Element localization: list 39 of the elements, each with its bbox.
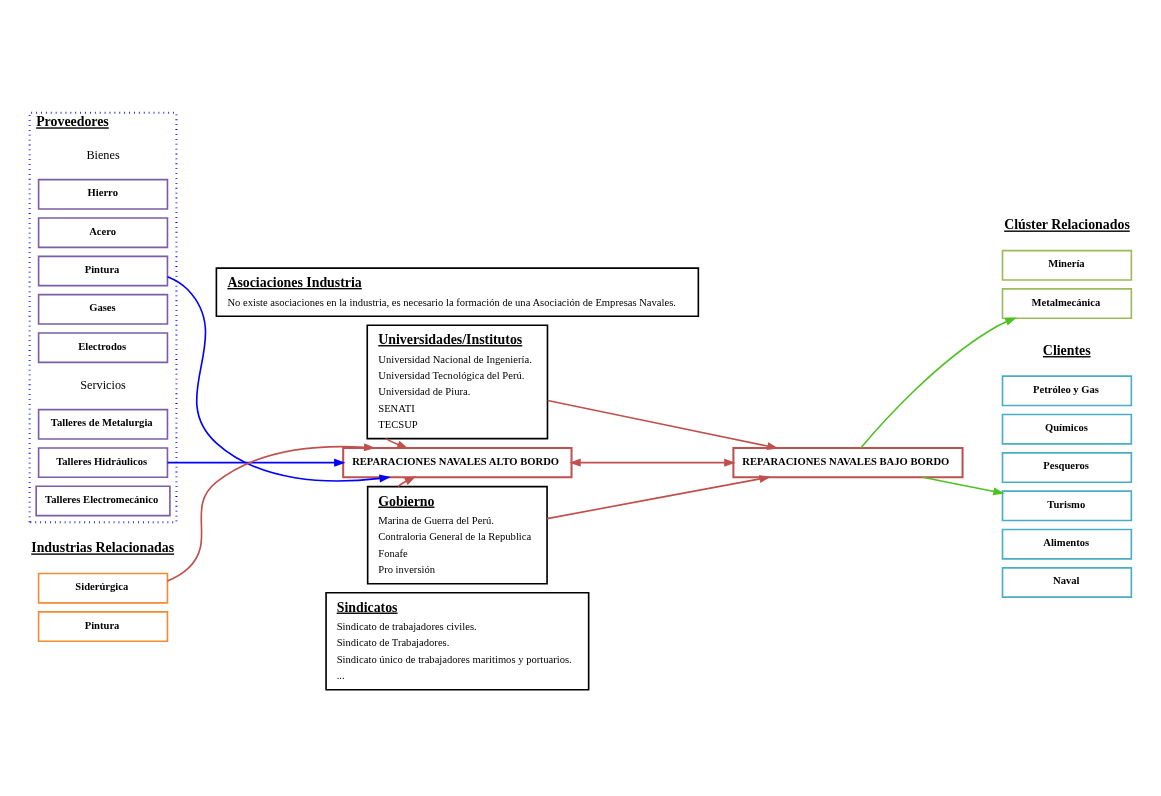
arrow: [166, 275, 391, 483]
arrow: [166, 458, 346, 467]
arrow: [546, 399, 779, 450]
node-box: Pesqueros: [1001, 452, 1133, 483]
label: Bienes: [86, 147, 120, 162]
label: Clúster Relacionados: [1004, 217, 1130, 233]
node-box: Hierro: [37, 178, 169, 210]
label: Industrias Relacionadas: [31, 540, 175, 556]
node-box: Alimentos: [1001, 528, 1133, 560]
label: Servicios: [80, 377, 126, 392]
node-box: Turismo: [1001, 490, 1133, 522]
node-box: Naval: [1001, 567, 1133, 598]
node-box: Metalmecánica: [1001, 288, 1133, 320]
node-box: Talleres Electromecánico: [35, 485, 171, 517]
node-box: Electrodos: [37, 332, 169, 364]
node-box: Gobierno Marina de Guerra del Perú. Contraloria General de la Republica Fonafe Pro inversión: [366, 485, 548, 585]
node-box: Asociaciones Industria No existe asociaciones en la industria, es necesario la formación de una Asociación de Empresas Navales.: [215, 267, 700, 318]
node-box: Acero: [37, 217, 169, 249]
label: Clientes: [1042, 343, 1091, 359]
node-box: Sindicatos Sindicato de trabajadores civiles. Sindicato de Trabajadores. Sindicato único de trabajadores maritimos y portuarios. ...: [325, 591, 590, 691]
node-box: Siderúrgica: [37, 572, 169, 604]
node-box: Petróleo y Gas: [1001, 375, 1133, 407]
node-box: REPARACIONES NAVALES ALTO BORDO: [342, 446, 573, 479]
node-box: Pintura: [37, 611, 169, 643]
node-box: Químicos: [1001, 413, 1133, 445]
node-box: Talleres Hidráulicos: [37, 447, 169, 479]
node-box: Gases: [37, 293, 169, 325]
node-box: Pintura: [37, 255, 169, 287]
arrow: [166, 443, 376, 582]
node-box: Talleres de Metalurgia: [37, 408, 169, 440]
arrow: [921, 476, 1005, 496]
arrow: [384, 437, 409, 449]
arrow: [397, 476, 417, 488]
node-box: Minería: [1001, 249, 1133, 281]
arrow: [859, 317, 1017, 449]
arrow: [546, 475, 771, 520]
arrow: [569, 458, 736, 467]
node-box: Universidades/Institutos Universidad Nacional de Ingeniería. Universidad Tecnológica del Perú. Universidad de Piura. SENATI TECSUP: [366, 324, 549, 440]
node-box: REPARACIONES NAVALES BAJO BORDO: [732, 446, 964, 479]
